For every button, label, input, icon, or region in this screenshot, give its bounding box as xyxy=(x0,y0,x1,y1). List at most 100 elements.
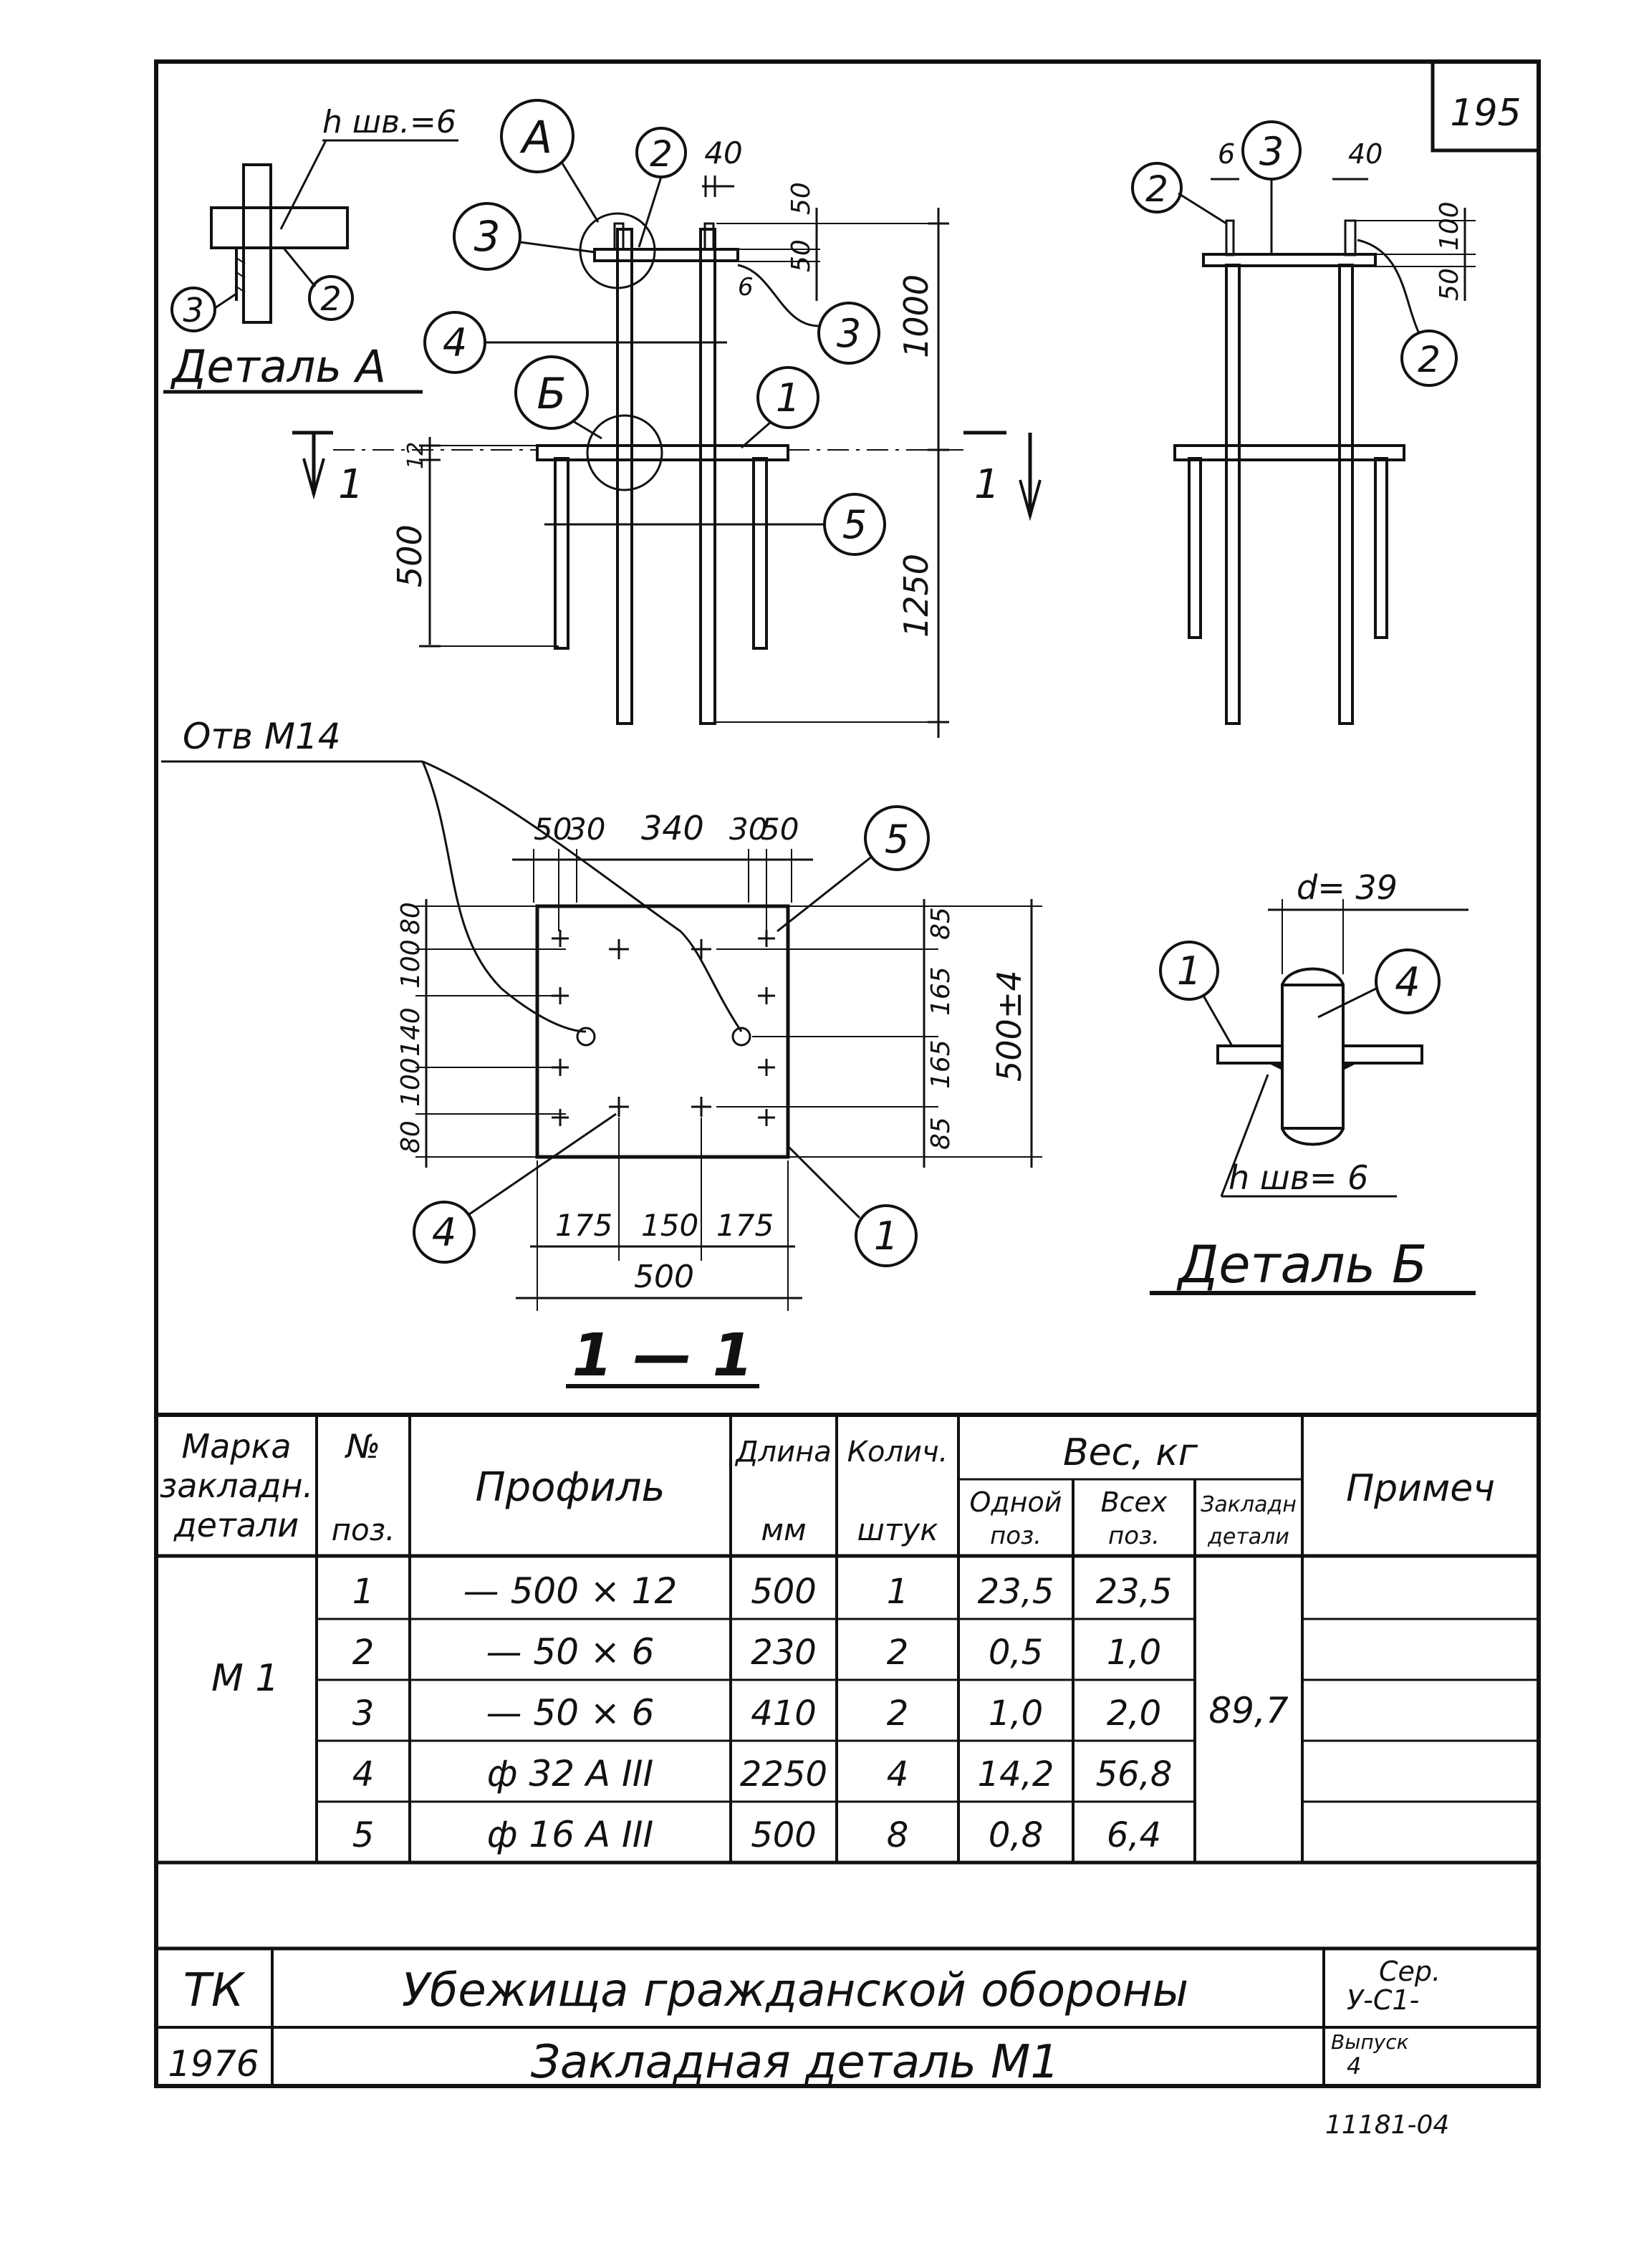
svg-text:детали: детали xyxy=(1207,1524,1289,1549)
bubble-4: 4 xyxy=(443,320,467,365)
cell-part-weight: 89,7 xyxy=(1208,1690,1289,1731)
table-row: 5 ф 16 А III 500 8 0,8 6,4 xyxy=(352,1814,1161,1855)
dim-1000: 1000 xyxy=(897,274,936,358)
title-sub: Закладная деталь М1 xyxy=(531,2036,1059,2089)
sheet-number-box xyxy=(1431,62,1539,153)
section-bottom-dim-2: 150 xyxy=(641,1208,698,1243)
svg-text:2: 2 xyxy=(352,1633,375,1673)
svg-text:5: 5 xyxy=(352,1815,375,1855)
detail-b-title: Деталь Б xyxy=(1176,1234,1427,1294)
svg-text:0,8: 0,8 xyxy=(989,1815,1043,1855)
issue-value: 4 xyxy=(1347,2052,1361,2080)
side-bubble-3: 3 xyxy=(1259,129,1284,174)
dim-12: 12 xyxy=(403,442,428,469)
svg-text:410: 410 xyxy=(751,1693,817,1734)
svg-text:14,2: 14,2 xyxy=(978,1754,1054,1794)
svg-text:230: 230 xyxy=(751,1633,817,1673)
bubble-2: 2 xyxy=(650,133,673,175)
bubble-5: 5 xyxy=(842,502,867,547)
header-length-1: Длина xyxy=(734,1436,831,1469)
svg-text:— 50 × 6: — 50 × 6 xyxy=(486,1631,654,1673)
svg-text:— 50 × 6: — 50 × 6 xyxy=(486,1692,654,1734)
svg-text:3: 3 xyxy=(183,291,203,330)
section-bottom-total: 500 xyxy=(634,1259,694,1295)
spec-table: Марка закладн. детали № поз. Профиль Дли… xyxy=(156,1413,1539,2029)
bubble-1: 1 xyxy=(776,375,800,421)
detail-a: h шв.=6 3 2 Деталь А xyxy=(163,104,458,394)
header-mark-1: Марка xyxy=(181,1427,291,1466)
svg-text:ф 16 А III: ф 16 А III xyxy=(487,1814,654,1855)
bubble-a: А xyxy=(519,111,552,163)
svg-text:8: 8 xyxy=(887,1815,909,1855)
anchor-pos5-left xyxy=(554,457,569,650)
section-bottom-dim-3: 175 xyxy=(716,1208,774,1243)
hole-label: Отв М14 xyxy=(183,716,341,757)
header-mark-3: детали xyxy=(173,1506,299,1544)
section-bottom-dim-1: 175 xyxy=(555,1208,612,1243)
issue-label: Выпуск xyxy=(1331,2030,1409,2054)
section-left-dim-1: 80 xyxy=(396,902,426,935)
svg-text:4: 4 xyxy=(352,1754,375,1794)
section-left-dim-5: 80 xyxy=(396,1120,426,1153)
svg-text:1,0: 1,0 xyxy=(1107,1633,1161,1673)
svg-text:0,5: 0,5 xyxy=(989,1633,1043,1673)
svg-text:3: 3 xyxy=(352,1693,375,1734)
header-qty-1: Колич. xyxy=(847,1436,948,1469)
svg-text:50: 50 xyxy=(787,239,816,272)
header-mark-2: закладн. xyxy=(160,1466,314,1505)
svg-text:2: 2 xyxy=(887,1633,909,1673)
section-top-dim-3: 340 xyxy=(641,809,704,847)
title-main: Убежища гражданской обороны xyxy=(402,1964,1188,2017)
section-bubble-5: 5 xyxy=(885,817,909,862)
section-left-dim-2: 100 xyxy=(396,939,426,989)
section-right-dim-1: 85 xyxy=(926,907,956,940)
section-top-dim-2: 30 xyxy=(567,812,605,847)
svg-text:поз.: поз. xyxy=(990,1522,1042,1550)
title-year: 1976 xyxy=(168,2043,259,2085)
detail-a-bubble-3 xyxy=(170,287,216,332)
section-title: 1 — 1 xyxy=(572,1322,753,1390)
table-row: 1 — 500 × 12 500 1 23,5 23,5 xyxy=(352,1570,1173,1612)
table-row: 3 — 50 × 6 410 2 1,0 2,0 xyxy=(352,1692,1161,1734)
svg-text:40: 40 xyxy=(1348,138,1383,170)
svg-text:Всех: Всех xyxy=(1101,1486,1168,1518)
header-length-2: мм xyxy=(761,1512,806,1547)
table-row: 2 — 50 × 6 230 2 0,5 1,0 xyxy=(352,1631,1161,1673)
detail-b: d= 39 1 4 h шв= 6 Деталь Б xyxy=(1150,868,1476,1295)
series-label: Сер. xyxy=(1379,1956,1441,1987)
section-plate xyxy=(535,904,790,1159)
detail-a-weld-label: h шв.=6 xyxy=(322,104,456,140)
sheet-frame xyxy=(154,59,1541,2088)
dim-40: 40 xyxy=(704,135,742,170)
section-1-1: Отв М14 xyxy=(161,716,1042,1390)
detail-b-bubble-4: 4 xyxy=(1395,959,1420,1006)
header-note: Примеч xyxy=(1346,1467,1495,1510)
section-top-dim-5: 50 xyxy=(761,812,799,847)
dim-1250: 1250 xyxy=(897,554,936,638)
detail-b-bubble-1: 1 xyxy=(1177,948,1201,994)
svg-text:— 500 × 12: — 500 × 12 xyxy=(463,1570,678,1612)
top-strip-pos3 xyxy=(593,248,739,262)
svg-text:6: 6 xyxy=(738,273,754,302)
table-row: 4 ф 32 А III 2250 4 14,2 56,8 xyxy=(352,1753,1173,1794)
header-profile: Профиль xyxy=(476,1464,665,1511)
svg-text:ф 32 А III: ф 32 А III xyxy=(487,1753,654,1794)
title-block: ТК 1976 Убежища гражданской обороны Закл… xyxy=(168,1949,1441,2089)
detail-b-marker xyxy=(586,414,663,491)
svg-text:56,8: 56,8 xyxy=(1096,1754,1173,1794)
cut-marker-left: 1 xyxy=(338,461,364,508)
svg-text:1,0: 1,0 xyxy=(989,1693,1043,1734)
section-overall-dim: 500±4 xyxy=(990,970,1029,1082)
svg-text:1: 1 xyxy=(352,1572,375,1612)
detail-b-weld-label: h шв= 6 xyxy=(1229,1158,1368,1197)
footer-code: 11181-04 xyxy=(1325,2110,1449,2140)
svg-text:500: 500 xyxy=(751,1815,817,1855)
rod-pos4-right xyxy=(699,228,716,725)
section-bubble-1: 1 xyxy=(874,1214,898,1259)
svg-text:Закладн: Закладн xyxy=(1201,1492,1297,1517)
svg-text:1: 1 xyxy=(887,1572,909,1612)
svg-text:100: 100 xyxy=(1435,201,1464,251)
svg-text:4: 4 xyxy=(887,1754,909,1794)
section-right-dim-3: 165 xyxy=(926,1039,956,1089)
